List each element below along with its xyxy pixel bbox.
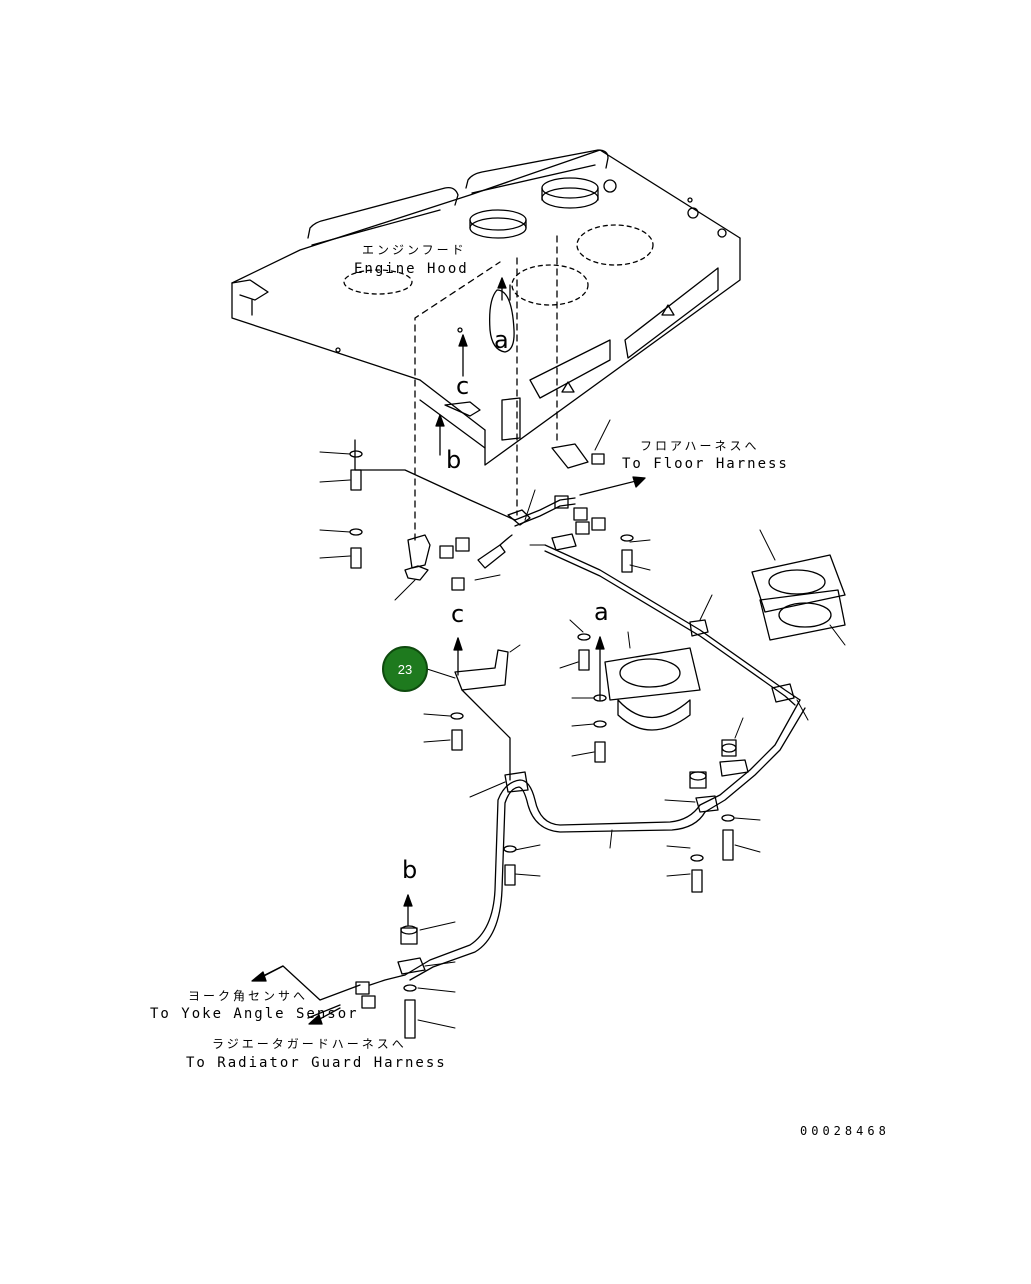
engine-hood-label-jp: エンジンフード — [362, 243, 467, 257]
harness-bracket — [455, 650, 508, 690]
reference-arrows — [404, 278, 604, 925]
reference-letter-a-lower: a — [594, 598, 609, 626]
reference-letter-b: b — [446, 446, 462, 474]
engine-hood-label-en: Engine Hood — [354, 261, 469, 277]
clamps — [398, 444, 794, 974]
yoke-sensor-label-en: To Yoke Angle Sensor — [150, 1006, 359, 1022]
reference-letter-c-lower: c — [451, 600, 465, 628]
floor-harness-label-jp: フロアハーネスへ — [640, 439, 760, 453]
yoke-sensor-label-jp: ヨーク角センサへ — [188, 989, 309, 1003]
radiator-guard-label-jp: ラジエータガードハーネスへ — [212, 1037, 407, 1051]
connectors — [356, 454, 605, 1008]
bolts-washers — [350, 451, 736, 1038]
cover-plates — [605, 555, 845, 730]
part-callout-number: 23 — [397, 661, 413, 677]
reference-letter-b-lower: b — [402, 856, 418, 884]
part-callout-23[interactable]: 23 — [382, 646, 428, 692]
floor-harness-label-en: To Floor Harness — [622, 456, 789, 472]
wire-harness — [255, 440, 805, 1018]
reference-letter-c: c — [456, 372, 470, 400]
reference-letter-a: a — [494, 326, 509, 354]
engine-hood — [232, 150, 740, 465]
document-number: 00028468 — [800, 1124, 890, 1138]
destination-arrows — [252, 477, 645, 1024]
radiator-guard-label-en: To Radiator Guard Harness — [186, 1055, 447, 1071]
location-lines — [415, 236, 557, 540]
leader-lines — [320, 420, 845, 1028]
detail-loop-a — [490, 290, 514, 352]
